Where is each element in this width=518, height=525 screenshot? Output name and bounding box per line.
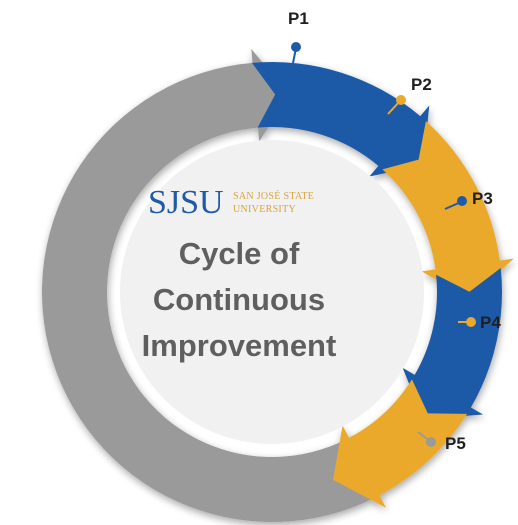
ring-segment-p4	[333, 379, 468, 508]
ring-segment-p1	[251, 62, 430, 177]
phase-label-p1: P1	[288, 9, 309, 28]
diagram-title: Cycle of Continuous Improvement	[142, 236, 337, 363]
phase-marker-p4: P4	[458, 313, 501, 332]
phase-label-p4: P4	[480, 313, 501, 332]
ring-segment-p5	[41, 48, 387, 523]
phase-marker-p1: P1	[288, 9, 309, 69]
logo-subtitle-line2: UNIVERSITY	[233, 204, 296, 215]
logo-subtitle-line1: SAN JOSÉ STATE	[233, 190, 314, 202]
phase-label-p2: P2	[411, 75, 432, 94]
pin-dot-p1	[291, 42, 301, 52]
logo-wordmark: SJSU	[148, 184, 224, 221]
phase-markers: P1 P2 P3 P4 P5	[288, 9, 501, 453]
phase-marker-p3: P3	[444, 189, 493, 210]
title-line-1: Cycle of	[179, 236, 300, 271]
phase-marker-p2: P2	[387, 75, 432, 115]
pin-dot-p5	[426, 437, 436, 447]
inner-circle	[120, 140, 424, 444]
pin-dot-p4	[466, 317, 476, 327]
title-line-3: Improvement	[142, 328, 337, 363]
phase-marker-p5: P5	[417, 431, 466, 453]
title-line-2: Continuous	[153, 282, 325, 317]
phase-label-p5: P5	[445, 434, 466, 453]
ring-segments	[41, 48, 514, 523]
ring-segment-p2	[382, 121, 514, 299]
phase-label-p3: P3	[472, 189, 493, 208]
pin-dot-p3	[457, 196, 467, 206]
ring-segment-p3	[402, 267, 502, 419]
pin-dot-p2	[396, 95, 406, 105]
sjsu-logo: SJSU SAN JOSÉ STATE UNIVERSITY	[148, 184, 314, 221]
